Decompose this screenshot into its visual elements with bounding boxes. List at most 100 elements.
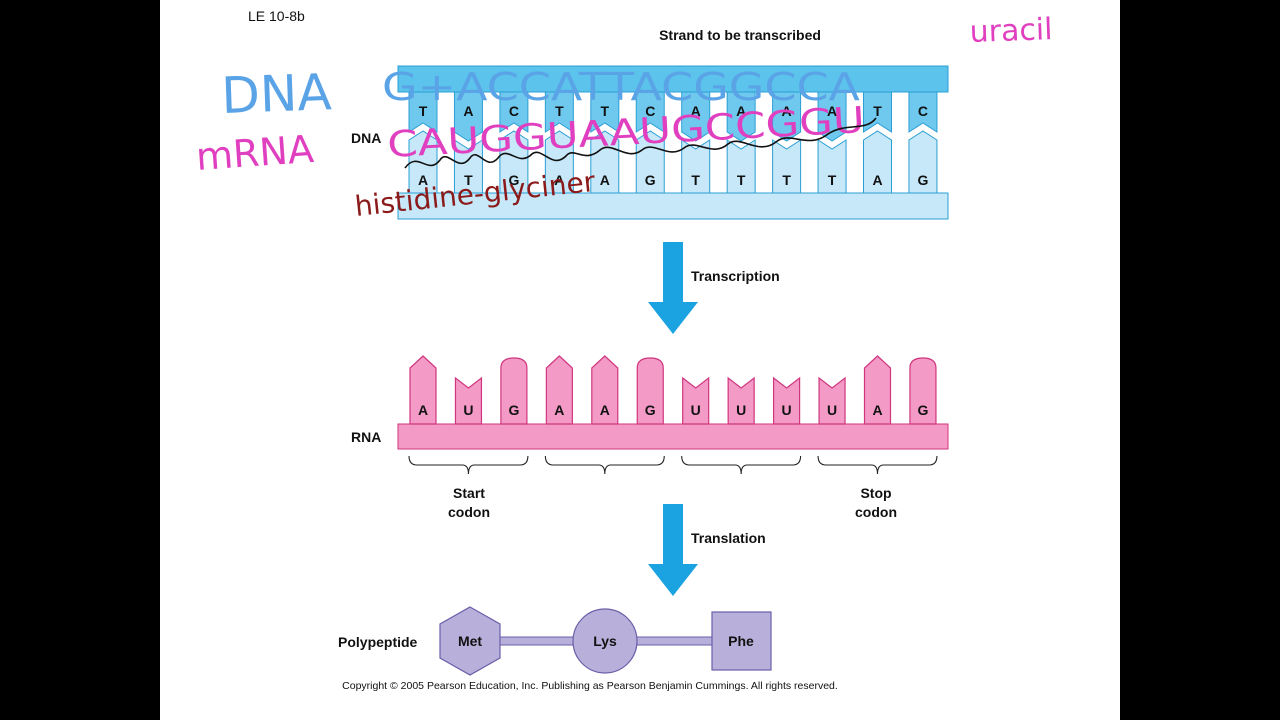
dna-top-base	[408, 91, 438, 133]
rna-backbone	[397, 423, 949, 450]
dna-bottom-base-letter: T	[782, 172, 791, 188]
stop-codon-label-line2: codon	[855, 504, 897, 520]
start-codon-label-line1: Start	[453, 485, 485, 501]
dna-top-base-letter: A	[782, 103, 792, 119]
dna-top-base-letter: A	[463, 103, 473, 119]
polypeptide-label: Polypeptide	[338, 634, 418, 650]
amino-acid-met: Met	[458, 633, 482, 649]
dna-top-base-letter: T	[419, 103, 428, 119]
dna-top-base-letter: C	[509, 103, 519, 119]
rna-base	[773, 376, 801, 425]
dna-top-base	[908, 91, 938, 133]
rna-base-letter: A	[418, 402, 428, 418]
dna-bottom-base	[590, 130, 620, 194]
strand-label: Strand to be transcribed	[659, 27, 821, 43]
dna-top-base	[453, 91, 483, 142]
rna-label: RNA	[351, 429, 381, 445]
dna-bottom-base	[863, 130, 892, 194]
annotation-dna-word: DNA	[220, 63, 332, 125]
amino-acid-lys: Lys	[593, 633, 617, 649]
dna-top-base	[726, 91, 756, 142]
dna-bottom-base-letter: A	[554, 172, 564, 188]
rna-base	[682, 376, 710, 425]
rna-base-letter: G	[918, 402, 929, 418]
dna-top-backbone	[397, 65, 949, 93]
annotation-mrna-word: mRNA	[195, 127, 316, 179]
rna-base	[409, 355, 437, 425]
dna-bottom-base	[453, 139, 483, 194]
dna-bottom-base	[499, 130, 529, 194]
copyright-notice: Copyright © 2005 Pearson Education, Inc.…	[342, 680, 838, 692]
rna-base-letter: U	[736, 402, 746, 418]
dna-bottom-base-letter: A	[418, 172, 428, 188]
dna-top-base-letter: C	[918, 103, 928, 119]
phe-square	[711, 611, 772, 671]
rna-base	[636, 357, 664, 425]
rna-base	[454, 376, 483, 425]
transcription-arrow	[648, 242, 698, 334]
dna-bottom-base-letter: A	[600, 172, 610, 188]
rna-base	[545, 355, 573, 425]
rna-base-letter: U	[463, 402, 473, 418]
codon-scribble-line	[404, 117, 877, 169]
dna-bottom-base	[408, 130, 438, 194]
met-hexagon	[439, 606, 501, 676]
dna-top-base	[635, 91, 665, 133]
codon-brace	[681, 455, 802, 475]
amino-acid-phe: Phe	[728, 633, 754, 649]
dna-bottom-base-letter: T	[828, 172, 837, 188]
rna-base	[591, 355, 619, 425]
rna-base	[500, 357, 528, 425]
annotation-uracil: uracil	[969, 12, 1053, 50]
dna-bottom-base	[544, 130, 574, 194]
slide-title: LE 10-8b	[248, 8, 305, 24]
dna-top-base	[544, 91, 574, 133]
rna-base-letter: G	[645, 402, 656, 418]
dna-label: DNA	[351, 130, 381, 146]
codon-braces	[408, 455, 938, 475]
dna-top-base	[499, 91, 529, 133]
codon-brace	[817, 455, 938, 475]
dna-top-base-letter: A	[827, 103, 837, 119]
dna-top-base-letter: T	[601, 103, 610, 119]
dna-bottom-backbone	[397, 192, 949, 220]
rna-base-letter: A	[872, 402, 882, 418]
dna-bottom-base	[635, 130, 665, 194]
rna-base-letter: A	[554, 402, 564, 418]
rna-base	[863, 355, 892, 425]
stop-codon-label-line1: Stop	[860, 485, 891, 501]
dna-bottom-base-letter: G	[918, 172, 929, 188]
rna-base-letter: U	[782, 402, 792, 418]
rna-base	[727, 376, 755, 425]
translation-arrow	[648, 504, 698, 596]
lys-circle	[572, 608, 638, 674]
rna-base	[818, 376, 846, 425]
dna-bottom-base-letter: T	[737, 172, 746, 188]
rna-base-letter: U	[827, 402, 837, 418]
rna-base	[909, 357, 937, 425]
dna-bottom-base	[817, 139, 847, 194]
dna-bottom-base-letter: T	[464, 172, 473, 188]
rna-base-letter: U	[691, 402, 701, 418]
dna-top-base-letter: T	[873, 103, 882, 119]
codon-brace	[408, 455, 529, 475]
dna-bottom-base-letter: G	[508, 172, 519, 188]
dna-bottom-base-letter: T	[691, 172, 700, 188]
annotation-dna-sequence: G+ACCATTACGGCCA	[382, 65, 860, 109]
dna-bottom-base-letter: A	[872, 172, 882, 188]
codon-brace	[544, 455, 665, 475]
dna-top-base	[590, 91, 620, 133]
dna-top-base	[772, 91, 802, 142]
rna-base-letter: A	[600, 402, 610, 418]
dna-top-base-letter: A	[691, 103, 701, 119]
start-codon-label-line2: codon	[448, 504, 490, 520]
rna-base-letter: G	[508, 402, 519, 418]
transcription-label: Transcription	[691, 268, 780, 284]
translation-label: Translation	[691, 530, 766, 546]
dna-top-base-letter: C	[645, 103, 655, 119]
